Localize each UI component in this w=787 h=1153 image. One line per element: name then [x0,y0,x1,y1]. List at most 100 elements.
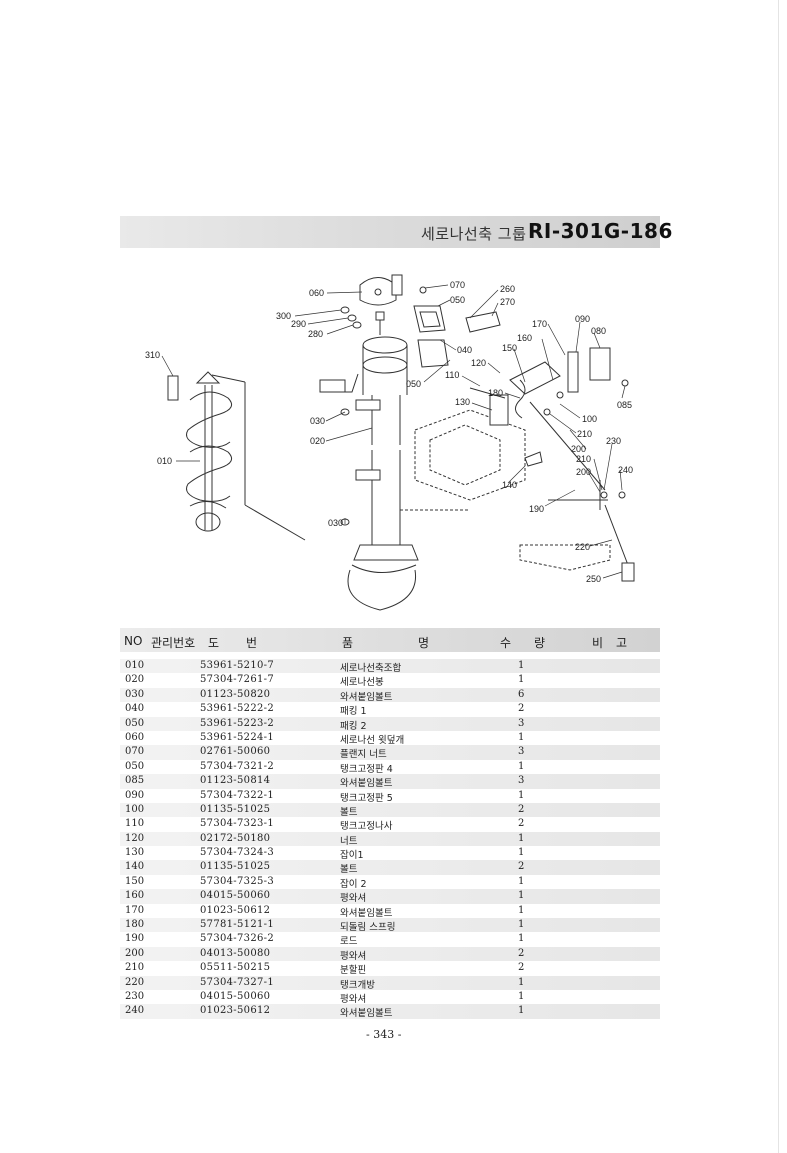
callout-label: 150 [502,343,517,353]
header-drawing-2: 번 [246,636,258,650]
row-no: 200 [125,947,145,959]
header-remarks-2: 고 [616,636,628,650]
row-no: 060 [125,731,145,743]
callout-label: 110 [445,370,459,380]
row-no: 230 [125,990,145,1002]
row-part-name: 탱크고정판 5 [340,792,393,804]
row-part-name: 잡이1 [340,850,364,862]
row-part-name: 와셔붙임볼트 [340,907,393,919]
row-part-number: 53961-5224-1 [200,731,274,743]
row-part-number: 57304-7261-7 [200,674,274,686]
callout-label: 290 [291,319,306,329]
row-no: 130 [125,847,145,859]
row-part-number: 57781-5121-1 [200,919,274,931]
callout-label: 260 [500,284,515,294]
callout-label: 310 [145,350,160,360]
callout-label: 070 [450,280,465,290]
row-no: 210 [125,962,145,974]
exploded-parts-diagram: 060 070 260 050 270 300 290 280 170 090 … [145,274,635,611]
callout-label: 170 [532,319,547,329]
header-name-2: 명 [418,636,430,650]
callout-label: 020 [310,436,325,446]
row-part-name: 탱크고정판 4 [340,763,393,775]
vertical-tube-drawing [347,311,419,611]
row-part-number: 01135-51025 [200,803,271,815]
row-part-name: 로드 [340,936,358,948]
header-mgmt-no: 관리번호 [151,636,196,650]
row-qty: 1 [518,731,525,743]
row-part-name: 탱크개방 [340,979,375,991]
row-part-name: 와셔붙임볼트 [340,691,393,703]
row-qty: 1 [518,875,525,887]
row-no: 120 [125,832,145,844]
callout-label: 040 [457,345,472,355]
row-qty: 2 [518,861,525,873]
callout-label: 080 [591,326,606,336]
row-part-number: 02172-50180 [200,832,271,844]
row-no: 040 [125,703,145,715]
row-part-name: 세로나선봉 [340,677,384,689]
row-part-number: 01023-50612 [200,904,271,916]
table-row: 060 53961-5224-1 세로나선 윗덮개 1 [120,731,660,746]
row-part-number: 01023-50612 [200,1005,271,1017]
header-remarks-1: 비 [592,636,604,650]
row-no: 100 [125,803,145,815]
callout-label: 060 [309,288,324,298]
top-cover-drawing [359,274,427,306]
row-no: 085 [125,775,145,787]
packing-drawing [413,305,501,368]
row-part-number: 57304-7327-1 [200,976,274,988]
row-part-name: 패킹 2 [340,720,367,732]
rod-lever-drawing [519,451,635,582]
table-row: 110 57304-7323-1 탱크고정나사 2 [120,817,660,833]
callout-label: 200 [571,444,586,454]
row-no: 190 [125,933,145,945]
row-no: 170 [125,904,145,916]
tank-frame-drawing [400,409,526,511]
row-part-number: 57304-7323-1 [200,818,274,830]
header-no: NO [124,634,143,648]
row-qty: 2 [518,703,525,715]
row-qty: 1 [518,1005,525,1017]
row-part-name: 플랜지 너트 [340,749,387,761]
row-qty: 6 [518,688,525,700]
row-part-number: 01135-51025 [200,861,271,873]
row-part-number: 04013-50080 [200,947,271,959]
row-part-number: 01123-50814 [200,775,271,787]
callout-label: 220 [575,542,590,552]
header-drawing-1: 도 [208,636,220,650]
row-qty: 1 [518,976,525,988]
row-qty: 1 [518,990,525,1002]
row-part-name: 세로나선 윗덮개 [340,734,405,746]
leader-lines [161,284,626,579]
row-part-number: 53961-5223-2 [200,717,274,729]
callout-label: 300 [276,311,291,321]
row-no: 110 [125,818,145,830]
row-part-name: 너트 [340,835,358,847]
callout-label: 280 [308,329,323,339]
group-title: 세로나선축 그룹 [421,225,527,243]
callout-label: 130 [455,397,470,407]
row-qty: 2 [518,818,525,830]
callout-label: 050 [450,295,465,305]
row-part-name: 탱크고정나사 [340,821,393,833]
row-part-name: 세로나선축조합 [340,663,402,674]
row-part-name: 패킹 1 [340,706,367,718]
row-no: 140 [125,861,145,873]
row-no: 160 [125,890,145,902]
callout-label: 230 [606,436,621,446]
row-no: 050 [125,717,145,729]
callout-label: 140 [502,480,517,490]
callout-label: 050 [406,379,421,389]
row-qty: 1 [518,789,525,801]
row-no: 220 [125,976,145,988]
row-no: 030 [125,688,145,700]
